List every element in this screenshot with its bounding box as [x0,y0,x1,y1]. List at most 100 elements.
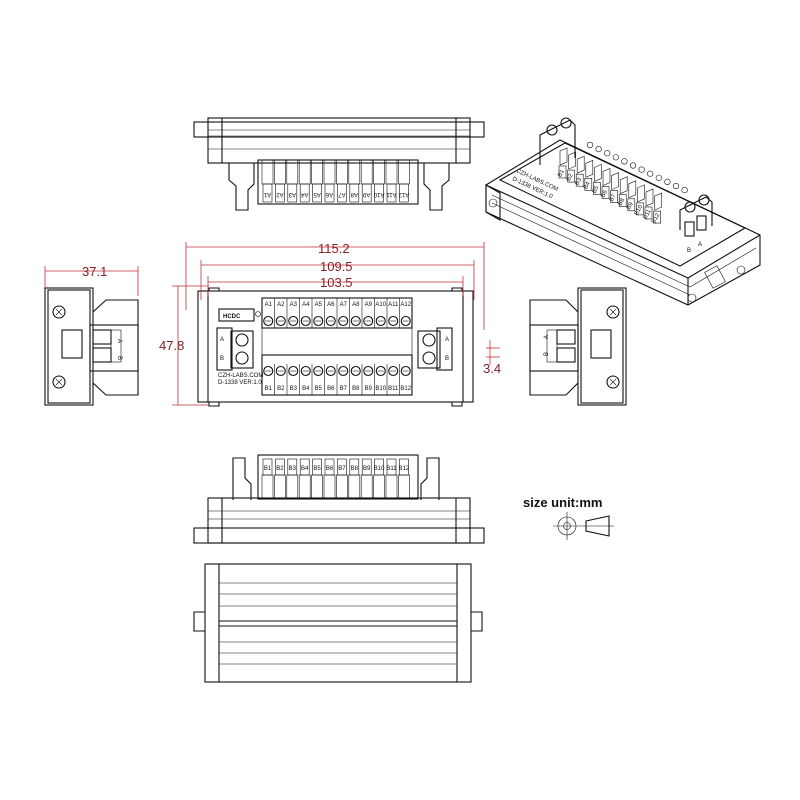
plan-a-screw [363,315,374,327]
plan-a-screw [338,315,349,327]
right-view-b-letter: B [544,352,550,356]
top-view-terminal-label-box [262,183,273,203]
plan-a-terminal-label: A11 [388,302,399,308]
plan-b-screw [363,365,374,377]
iso-terminal-block [602,168,611,186]
left-b-letter: B [220,356,224,362]
right-view-a-letter: A [544,335,550,339]
plan-a-screw [325,315,336,327]
plan-a-terminal-label: A2 [277,302,285,308]
plan-b-terminal-label: B6 [327,386,335,392]
iso-screw [586,141,594,149]
iso-terminal-block [628,180,637,199]
pcb-brand-text: CZH-LABS.COM [218,373,263,379]
plan-b-terminal-label: B3 [290,386,298,392]
top-view-terminal-label-box [287,183,298,203]
bottom-view-b-label: B6 [326,466,334,472]
bottom-view-b-label: B7 [338,466,346,472]
plan-a-terminal-label: A7 [340,302,348,308]
plan-b-terminal-label: B1 [265,386,273,392]
bottom-view-terminal-slot [261,474,274,500]
plan-a-screw [288,315,299,327]
iso-terminal-label-box [593,182,601,195]
plan-b-terminal-label: B5 [315,386,323,392]
bottom-view-b-label: B2 [276,466,284,472]
bottom-view-terminal-slot [298,474,311,500]
iso-b-label: B3 [574,176,583,186]
plan-a-terminal-label: A5 [315,302,323,308]
right-a-letter: A [445,337,449,343]
top-view-terminal-slot [385,159,398,185]
dim-width-overall: 115.2 [318,241,350,256]
iso-terminal-label-box [558,165,567,179]
plan-a-terminal-label: A8 [352,302,360,308]
iso-b-label: B12 [651,212,662,225]
bottom-view-terminal-slot [398,474,410,500]
iso-screw [595,146,602,153]
top-view-a-label: A12 [398,191,409,197]
plan-a-terminal-label: A9 [365,302,373,308]
unit-legend: size unit:mm [523,495,614,540]
plan-b-screw [325,365,336,377]
plan-b-terminal-label: B11 [388,386,399,392]
bottom-view-b-label: B1 [264,466,272,472]
dim-depth: 37.1 [82,264,107,279]
iso-screw [638,166,645,173]
bottom-view-b-label: B11 [386,466,397,472]
plan-a-screw [350,315,361,327]
top-view-terminal-slot [323,159,336,185]
iso-terminal-label-box [610,190,618,203]
plan-b-screw [388,365,399,377]
iso-screw [621,158,628,165]
plan-b-terminal-label: B7 [340,386,348,392]
top-view-terminal-label-box [299,183,310,203]
top-view-a-label: A3 [288,191,296,197]
bottom-view-terminal-slot [311,474,323,500]
plan-a-terminal-label: A3 [290,302,298,308]
top-view-terminal-slot [286,159,299,185]
plan-b-screw [275,365,286,377]
iso-terminal-block [568,151,576,170]
top-view-terminal-slot [261,159,274,185]
left-view-b-letter: B [116,356,122,360]
top-view-a-label: A4 [300,191,308,197]
top-view-terminal-slot [274,159,286,185]
plan-b-screw [350,365,361,377]
plan-a-screw [275,315,286,327]
plan-view: HCDC A B A B CZH-LABS.COM D-1338 VER:1.0… [197,287,474,407]
left-side-view: A B [44,287,139,406]
plan-a-terminal-label: A10 [375,302,386,308]
dim-width-mid: 109.5 [320,259,353,274]
plan-a-screw [263,315,274,327]
iso-terminal-block [559,147,568,166]
left-view-a-letter: A [116,339,122,343]
iso-terminal-label-box [575,173,584,187]
plan-a-terminal-label: A1 [265,302,273,308]
top-view-a-label: A9 [362,191,370,197]
iso-screw [647,170,654,177]
iso-b-label: B8 [617,197,626,207]
plan-b-terminal-label: B4 [302,386,310,392]
top-view-terminal-slot [311,159,323,185]
plan-b-screw [300,365,311,377]
plan-a-screw [375,315,386,327]
plan-b-screw [400,365,411,377]
bottom-view-terminal-slot [385,474,398,500]
top-view-terminal-slot [373,159,385,185]
right-b-letter: B [445,356,449,362]
plan-b-screw [375,365,386,377]
top-view-terminal-label-box [374,183,384,203]
plan-b-terminal-label: B12 [400,386,411,392]
top-view-terminal-slot [398,159,410,185]
dim-width-inner: 103.5 [320,275,353,290]
iso-terminal-label-box [644,206,653,220]
iso-screw [664,178,671,185]
top-view-terminal-slot [298,159,311,185]
iso-screw [612,154,619,161]
top-view-terminal-slot [348,159,361,185]
iso-side-b-letter: B [687,248,691,254]
plan-a-screw [300,315,311,327]
